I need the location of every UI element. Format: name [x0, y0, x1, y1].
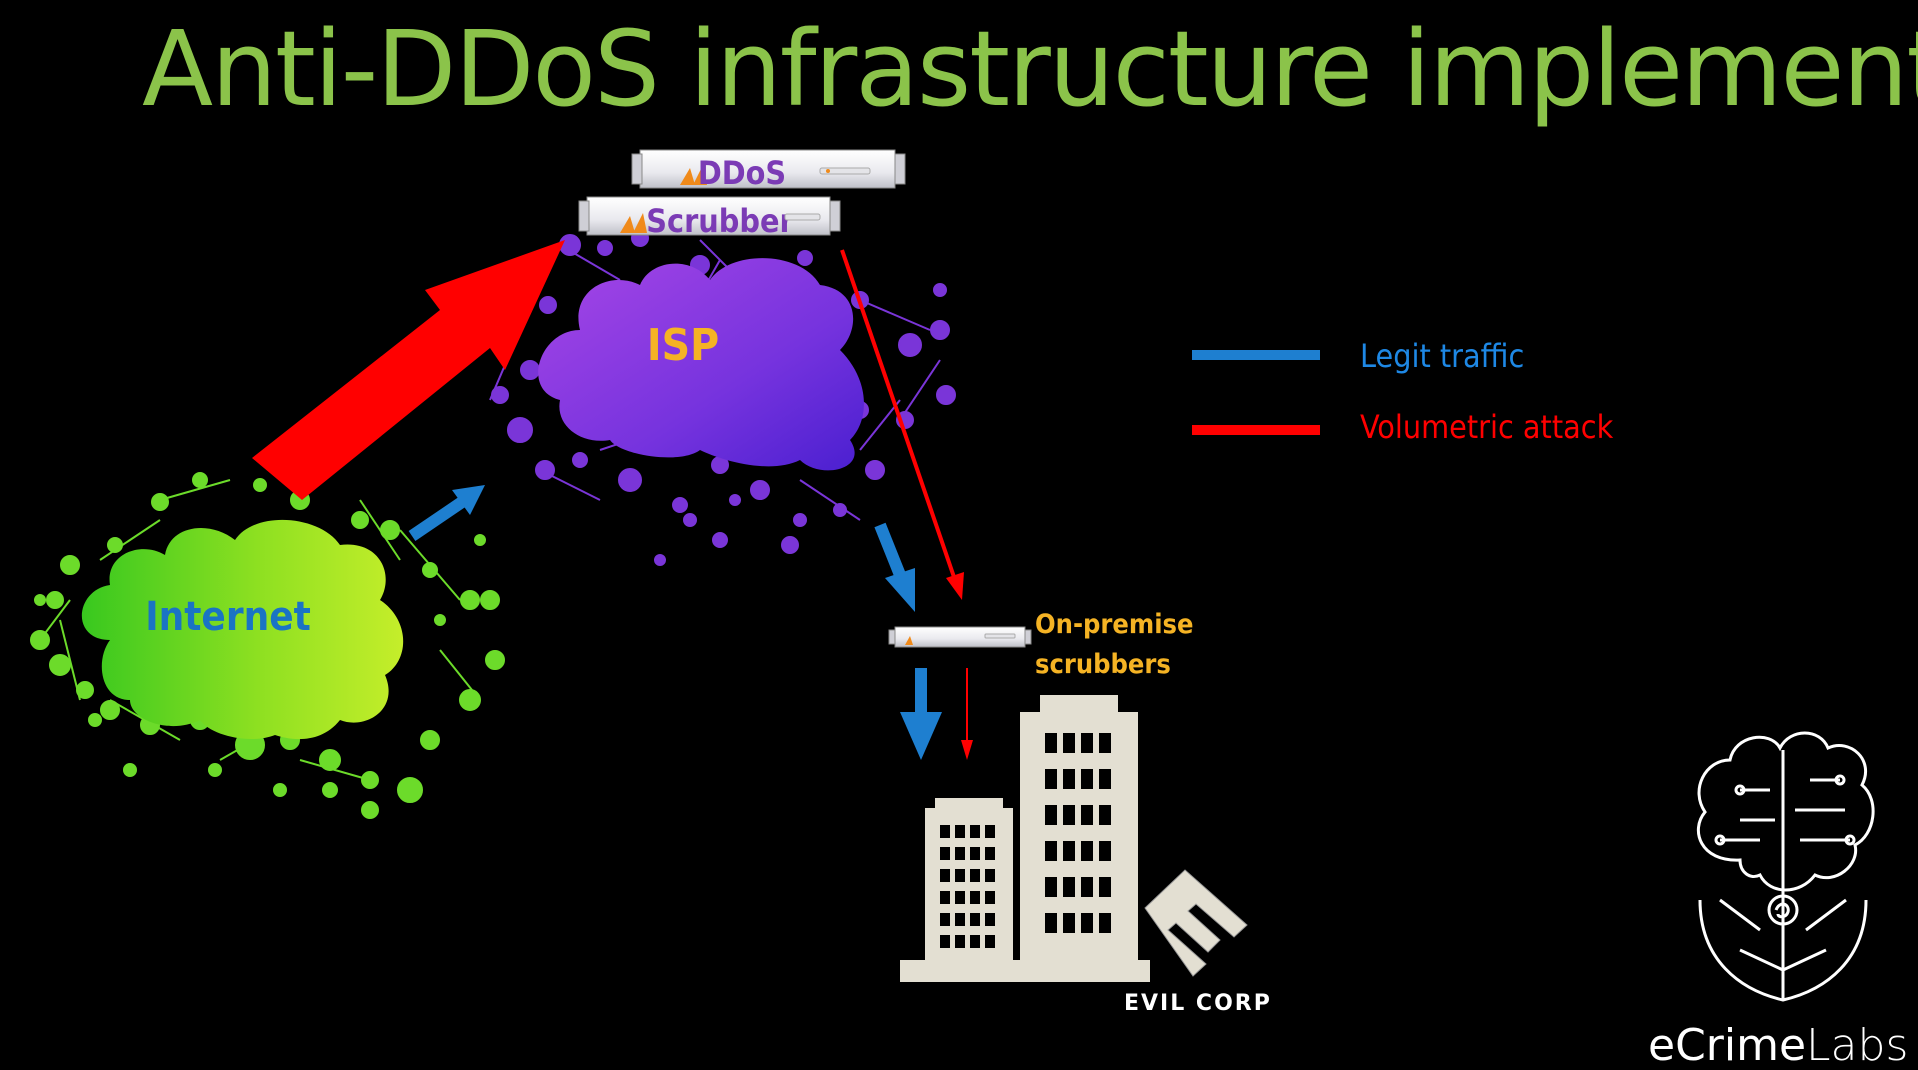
legend: Legit traffic Volumetric attack [1192, 337, 1614, 446]
ddos-server-label: DDoS [698, 154, 786, 192]
legit-traffic-arrow-internet-isp [408, 485, 485, 541]
internet-label: Internet [145, 594, 311, 640]
internet-network-nodes [30, 472, 505, 819]
onprem-label-line2: scrubbers [1035, 649, 1171, 680]
scrubber-server-label: Scrubber [646, 202, 794, 240]
isp-label: ISP [647, 320, 719, 371]
ecrimelabs-logo-text: eCrimeLabs [1648, 1020, 1908, 1070]
onprem-scrubber-appliance [888, 626, 1032, 648]
volumetric-attack-arrow [252, 240, 565, 500]
ddos-server: DDoS [631, 149, 906, 192]
page-title: Anti-DDoS infrastructure implementation [142, 8, 1918, 130]
legend-volumetric-label: Volumetric attack [1360, 408, 1614, 446]
brand-flame-icon [680, 165, 707, 185]
onprem-label-line1: On-premise [1035, 609, 1193, 640]
legend-legit-label: Legit traffic [1360, 337, 1524, 375]
residual-attack-arrow-onprem-building [961, 668, 973, 760]
scrubber-server: Scrubber [578, 196, 841, 240]
evil-corp-building [900, 695, 1150, 982]
residual-attack-line [840, 249, 964, 600]
evil-corp-label: EVIL CORP [1124, 991, 1272, 1016]
window-grid-right [1045, 733, 1111, 933]
brain-chip-icon [1696, 731, 1875, 1002]
legit-traffic-arrow-isp-onprem [874, 522, 915, 612]
window-grid-left [940, 825, 995, 948]
internet-cloud: Internet [81, 519, 404, 740]
brand-flame-icon [620, 213, 647, 233]
evil-corp-logo-icon [1144, 869, 1248, 977]
legit-traffic-arrow-onprem-building [900, 668, 942, 760]
isp-cloud: ISP [538, 258, 864, 471]
